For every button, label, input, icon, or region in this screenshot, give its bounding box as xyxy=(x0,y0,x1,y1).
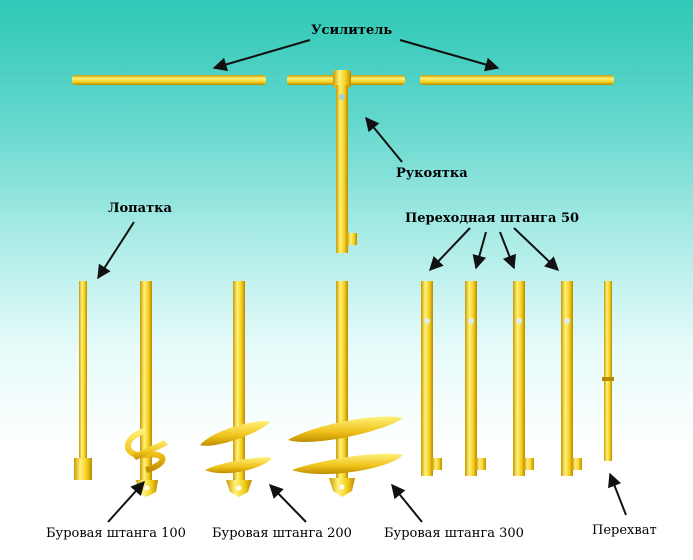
clamp-shaft xyxy=(604,281,612,461)
adapter-rod-3-hole xyxy=(516,318,522,324)
label-spatula: Лопатка xyxy=(108,201,172,216)
arrow-drill-rod-300 xyxy=(391,483,423,523)
arrow-adapter-1 xyxy=(429,227,471,272)
drill-rod-300-tip-hole xyxy=(339,484,345,490)
adapter-rod-4 xyxy=(561,281,582,476)
adapter-rod-1-lug xyxy=(432,458,442,470)
spatula-shaft xyxy=(79,281,87,461)
arrows xyxy=(97,39,627,523)
clamp xyxy=(602,281,614,461)
arrow-adapter-2 xyxy=(472,231,487,270)
clamp-ring xyxy=(602,377,614,381)
drill-rod-200-shaft xyxy=(233,281,245,486)
arrow-reinforcer-left xyxy=(212,39,311,72)
adapter-rod-2-shaft xyxy=(465,281,477,476)
handle-lug xyxy=(347,233,357,245)
drill-rod-100-shaft xyxy=(140,281,152,486)
adapter-rod-2 xyxy=(465,281,486,476)
drill-rod-300-flight-lower xyxy=(292,453,403,475)
drill-rod-300-shaft xyxy=(336,281,348,486)
label-drill-rod-200: Буровая штанга 200 xyxy=(212,526,352,541)
drill-rod-200-tip-hole xyxy=(236,485,242,491)
adapter-rod-2-lug xyxy=(476,458,486,470)
arrow-spatula xyxy=(97,221,135,280)
adapter-rod-4-shaft xyxy=(561,281,573,476)
reinforcer-bars xyxy=(72,75,614,85)
label-drill-rod-300: Буровая штанга 300 xyxy=(384,526,524,541)
arrow-adapter-3 xyxy=(499,231,516,270)
arrow-adapter-4 xyxy=(513,227,560,271)
arrow-reinforcer-right xyxy=(399,39,500,72)
adapter-rod-4-lug xyxy=(572,458,582,470)
adapter-rods xyxy=(421,281,582,476)
spatula-blade xyxy=(74,458,92,480)
adapter-rod-3-shaft xyxy=(513,281,525,476)
drill-rod-100 xyxy=(124,281,168,497)
adapter-rod-3-lug xyxy=(524,458,534,470)
arrow-drill-rod-100 xyxy=(107,480,145,523)
drill-rod-300-flight-upper xyxy=(288,416,403,442)
reinforcer-bar-left xyxy=(72,75,266,85)
adapter-rod-3 xyxy=(513,281,534,476)
label-adapter-rod: Переходная штанга 50 xyxy=(405,211,580,226)
label-clamp: Перехват xyxy=(592,523,657,538)
arrow-drill-rod-200 xyxy=(269,483,307,523)
drill-rod-200-flight-upper xyxy=(200,421,270,446)
adapter-rod-2-hole xyxy=(468,318,474,324)
handle-shaft xyxy=(336,85,348,253)
reinforcer-bar-right xyxy=(420,75,614,85)
drill-rod-100-tip-hole xyxy=(144,485,150,491)
adapter-rod-1-hole xyxy=(424,318,430,324)
handle-hole xyxy=(339,94,345,100)
drill-rod-200 xyxy=(200,281,272,497)
adapter-rod-1 xyxy=(421,281,442,476)
arrow-handle xyxy=(365,116,403,163)
adapter-rod-4-hole xyxy=(564,318,570,324)
drill-rod-100-flight xyxy=(132,440,168,460)
arrow-clamp xyxy=(608,472,627,516)
spatula xyxy=(74,281,92,480)
handle xyxy=(287,70,405,253)
label-reinforcer: Усилитель xyxy=(311,23,393,38)
label-handle: Рукоятка xyxy=(396,166,468,181)
handle-hub xyxy=(333,70,351,88)
label-drill-rod-100: Буровая штанга 100 xyxy=(46,526,186,541)
adapter-rod-1-shaft xyxy=(421,281,433,476)
drill-rod-300 xyxy=(288,281,403,497)
drill-rod-200-flight-lower xyxy=(205,457,272,474)
